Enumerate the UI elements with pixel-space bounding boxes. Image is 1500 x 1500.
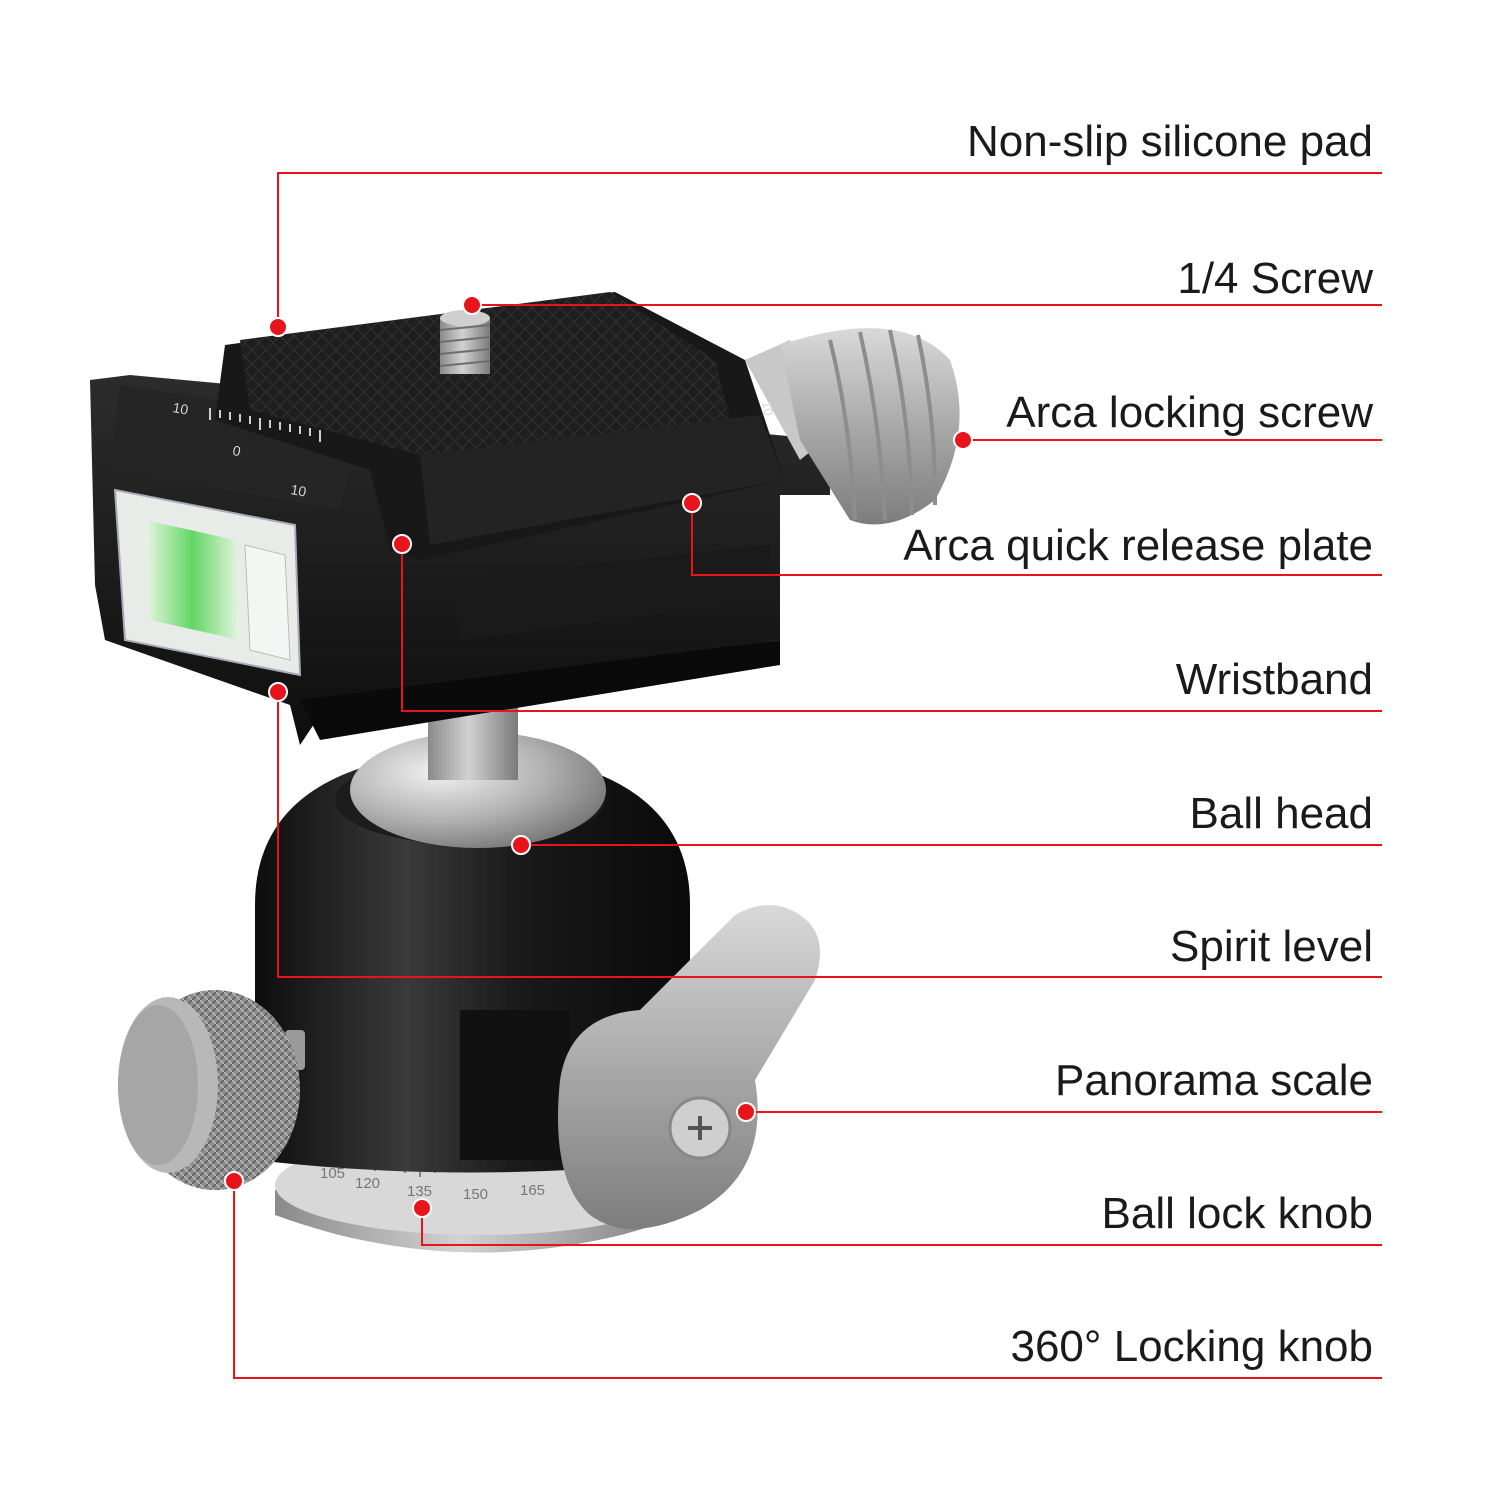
ball-lock-knob-art [118,990,305,1190]
leader-line-spirit-level [277,692,1382,978]
panorama-scale-label-135: 135 [407,1183,432,1200]
arca-locking-screw-art [745,328,960,525]
spirit-level-art [113,488,302,677]
callout-label-panorama-scale: Panorama scale [1055,1056,1373,1105]
clamp-scale-marks [209,408,321,442]
quarter-inch-screw-art [439,310,491,374]
leader-dot-panorama-scale [736,1102,756,1122]
panorama-scale-label-165: 165 [520,1182,545,1199]
callout-label-spirit-level: Spirit level [1170,922,1373,971]
leader-line-ball-lock-knob [421,1208,1382,1246]
leader-dot-arca-locking-screw [953,430,973,450]
knob-scale-label: 10 [759,400,776,417]
callout-label-arca-locking-screw: Arca locking screw [1006,388,1373,437]
leader-dot-ball-head [511,835,531,855]
panorama-scale-label-105: 105 [320,1165,345,1182]
leader-dot-wristband [392,534,412,554]
leader-dot-arca-quick-release-plate [682,493,702,513]
leader-dot-non-slip-silicone-pad [268,317,288,337]
callout-leaders [224,172,1382,1379]
leader-line-360-locking-knob [233,1181,1382,1379]
leader-dot-quarter-inch-screw [462,295,482,315]
quick-release-plate-art [215,292,785,640]
panorama-scale-label-150: 150 [463,1186,488,1203]
callout-label-ball-head: Ball head [1189,789,1373,838]
clamp-scale-label-left: 10 [171,399,189,417]
clamp-scale-label-right: 10 [289,481,307,499]
callout-label-arca-quick-release-plate: Arca quick release plate [903,521,1373,570]
leader-dot-360-locking-knob [224,1171,244,1191]
panorama-lever-art [558,905,820,1229]
callout-label-360-locking-knob: 360° Locking knob [1010,1322,1373,1371]
panorama-scale-label-120: 120 [355,1175,380,1192]
leader-dot-spirit-level [268,682,288,702]
leader-line-non-slip-silicone-pad [277,172,1382,327]
callout-label-wristband: Wristband [1175,655,1373,704]
clamp-scale-label-center: 0 [231,442,242,459]
leader-line-wristband [401,544,1382,712]
callout-label-quarter-inch-screw: 1/4 Screw [1177,254,1373,303]
leader-dot-ball-lock-knob [412,1198,432,1218]
callout-label-ball-lock-knob: Ball lock knob [1101,1189,1373,1238]
callout-label-non-slip-silicone-pad: Non-slip silicone pad [967,117,1373,166]
leader-line-arca-quick-release-plate [691,503,1382,576]
